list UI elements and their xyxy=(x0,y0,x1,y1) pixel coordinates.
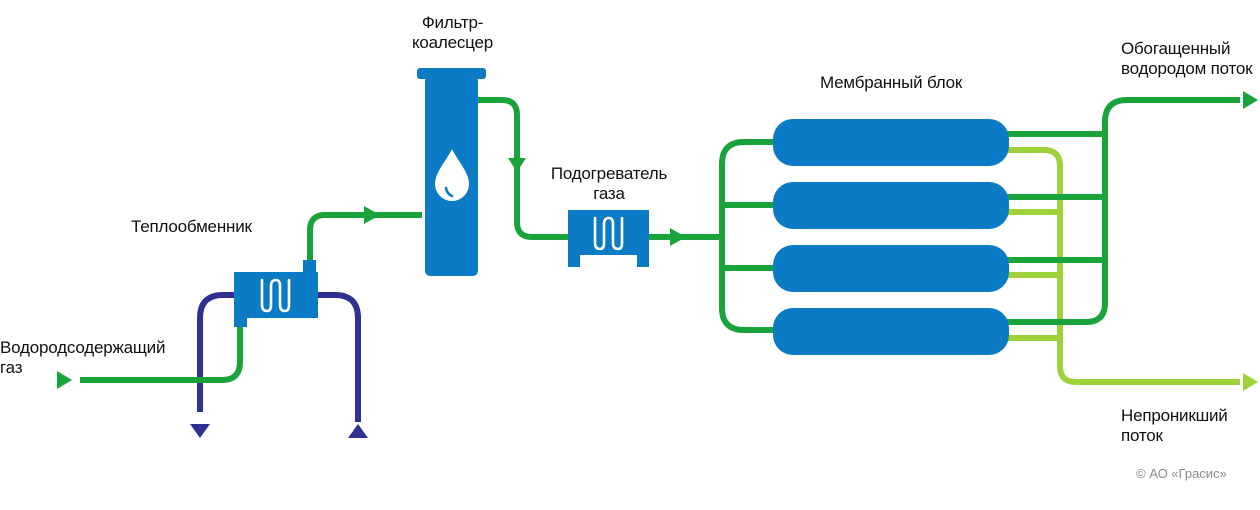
droplet-icon xyxy=(435,149,469,201)
membrane-module-4 xyxy=(773,308,1009,355)
coolant-outlet-arrow-down xyxy=(190,424,210,438)
enriched-label-line-2: водородом поток xyxy=(1121,59,1253,78)
gas-heater-label: Подогреватель газа xyxy=(548,164,670,204)
coolant-inlet-arrow-up xyxy=(348,424,368,438)
filter-label-line-1: Фильтр- xyxy=(421,13,484,32)
heat-exchanger-label: Теплообменник xyxy=(131,217,252,236)
filter-label-line-2: коалесцер xyxy=(411,33,494,52)
enriched-collector xyxy=(1004,97,1240,137)
line-exchanger-to-filter xyxy=(307,212,422,262)
gas-heater xyxy=(568,210,649,267)
permeate-label-line-2: поток xyxy=(1121,426,1163,445)
inlet-gas-line xyxy=(80,318,243,383)
membrane-block-label: Мембранный блок xyxy=(820,73,963,92)
copyright-notice: © АО «Грасис» xyxy=(1136,466,1227,481)
filter-coalescer-label: Фильтр- коалесцер xyxy=(400,13,505,53)
coolant-line-right xyxy=(318,292,361,422)
inlet-gas-label: Водородсодержащий газ xyxy=(0,338,165,378)
inlet-arrow xyxy=(57,371,72,389)
enriched-outlet-arrow xyxy=(1243,91,1258,109)
arrow-to-filter xyxy=(364,206,380,224)
permeate-stream-label: Непроникший поток xyxy=(1121,406,1228,446)
permeate-outlet-arrow xyxy=(1243,373,1258,391)
filter-coalescer xyxy=(417,68,486,276)
membrane-module-3 xyxy=(773,245,1009,292)
permeate-collector xyxy=(1004,147,1240,385)
arrow-down-to-heater xyxy=(508,158,526,172)
inlet-label-line-1: Водородсодержащий xyxy=(0,338,166,357)
enriched-label-line-1: Обогащенный xyxy=(1121,39,1231,58)
enriched-riser xyxy=(1004,122,1108,325)
coolant-line-left xyxy=(197,292,240,412)
manifold-header xyxy=(719,139,778,333)
membrane-module-2 xyxy=(773,182,1009,229)
membrane-module-1 xyxy=(773,119,1009,166)
heat-exchanger xyxy=(234,260,318,327)
heater-label-line-1: Подогреватель xyxy=(550,164,668,183)
permeate-label-line-1: Непроникший xyxy=(1121,406,1228,425)
inlet-label-line-2: газ xyxy=(0,358,23,377)
heater-label-line-2: газа xyxy=(593,184,625,203)
enriched-stream-label: Обогащенный водородом поток xyxy=(1121,39,1253,79)
heating-coil-icon xyxy=(260,278,291,313)
arrow-to-manifold xyxy=(670,228,686,246)
heating-coil-icon xyxy=(593,216,624,251)
